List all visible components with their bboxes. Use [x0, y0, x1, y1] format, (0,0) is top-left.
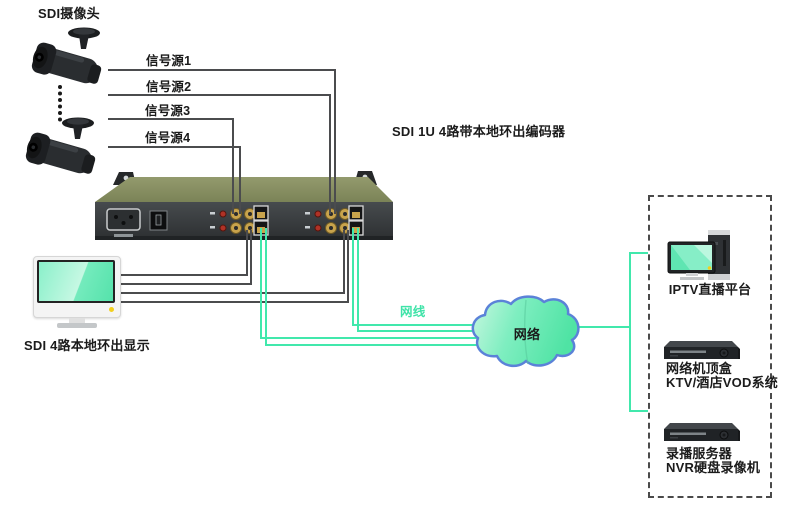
camera-bracket [79, 35, 89, 49]
local-monitor-label: SDI 4路本地环出显示 [24, 338, 150, 353]
net-cable-2 [357, 228, 505, 332]
iptv-computer [667, 230, 730, 280]
cable-label: 网线 [400, 305, 426, 319]
cloud-label: 网络 [513, 327, 541, 342]
encoder-top-panel [95, 177, 393, 202]
signal-source-3-label: 信号源3 [145, 104, 191, 118]
camera-group-title: SDI摄像头 [38, 6, 100, 21]
stb-label-line1: 网络机顶盒 [666, 361, 733, 376]
sdi-signal-wires [108, 69, 349, 303]
nvr-label-line2: NVR硬盘录像机 [666, 460, 761, 475]
net-cable-1 [352, 228, 505, 326]
loopout-wire-3 [120, 230, 345, 294]
cloud-shape [471, 295, 580, 368]
net-cable-4 [265, 228, 505, 346]
encoder-bottom-edge [95, 236, 393, 240]
signal-wire-1 [108, 69, 336, 214]
rj45-ports-2 [348, 205, 364, 236]
monitor-power-led [707, 266, 712, 270]
nvr-label-line1: 录播服务器 [666, 446, 733, 461]
encoder-title: SDI 1U 4路带本地环出编码器 [392, 124, 566, 139]
pc-monitor [667, 241, 716, 280]
signal-wire-2 [108, 94, 331, 214]
signal-wire-4 [108, 146, 241, 214]
camera-ellipsis-dots [58, 85, 62, 122]
network-cables [260, 228, 648, 412]
net-cable-3 [260, 228, 505, 339]
cloud-seam [523, 299, 529, 365]
camera-body [25, 132, 96, 174]
signal-wire-3 [108, 118, 234, 214]
stb-device [664, 341, 740, 359]
nvr-slot [670, 432, 706, 435]
iptv-label: IPTV直播平台 [668, 282, 752, 297]
network-cloud [471, 295, 580, 368]
signal-source-2-label: 信号源2 [146, 80, 192, 94]
monitor-power-led [109, 307, 114, 312]
sdi-camera-1 [31, 27, 102, 84]
loopout-wire-4 [120, 230, 349, 303]
monitor-screen [37, 260, 115, 303]
receivers-group-box [648, 195, 772, 498]
signal-source-1-label: 信号源1 [146, 54, 192, 68]
sdi-camera-2 [25, 117, 96, 174]
loopout-wire-1 [120, 230, 248, 276]
camera-body [31, 42, 102, 84]
nvr-device [664, 423, 740, 441]
monitor-base [57, 323, 97, 328]
power-switch [149, 210, 168, 231]
signal-source-4-label: 信号源4 [145, 131, 191, 145]
local-monitor [33, 256, 121, 328]
camera-bracket [73, 125, 83, 139]
monitor-neck [69, 318, 85, 323]
port-group-2 [305, 205, 364, 236]
power-inlet [106, 208, 141, 237]
loopout-wire-2 [120, 230, 252, 285]
stb-slot [670, 350, 706, 353]
stb-label-line2: KTV/酒店VOD系统 [666, 375, 778, 390]
